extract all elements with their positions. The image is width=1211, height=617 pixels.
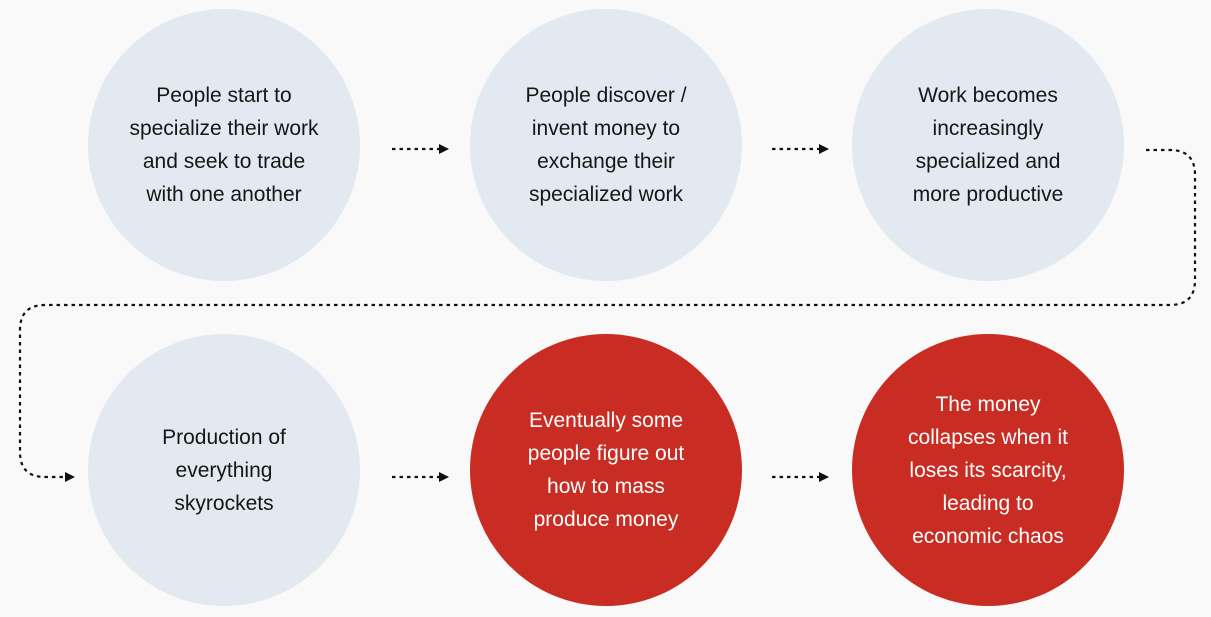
arrow-step3-to-step4 [18,148,1197,482]
step-6-text: The money collapses when it loses its sc… [908,392,1068,548]
step-4-text: Production of everything skyrockets [162,425,286,515]
step-3-text: Work becomes increasingly specialized an… [912,84,1064,206]
step-1-circle: People start to specialize their work an… [88,9,360,281]
step-5-text: Eventually some people figure out how to… [527,409,685,531]
step-1-text: People start to specialize their work an… [129,84,319,206]
step-5-circle: Eventually some people figure out how to… [470,334,742,606]
step-6-circle: The money collapses when it loses its sc… [852,334,1124,606]
step-3-circle: Work becomes increasingly specialized an… [852,9,1124,281]
step-2-circle: People discover / invent money to exchan… [470,9,742,281]
step-4-circle: Production of everything skyrockets [88,334,360,606]
step-2-text: People discover / invent money to exchan… [525,84,687,206]
